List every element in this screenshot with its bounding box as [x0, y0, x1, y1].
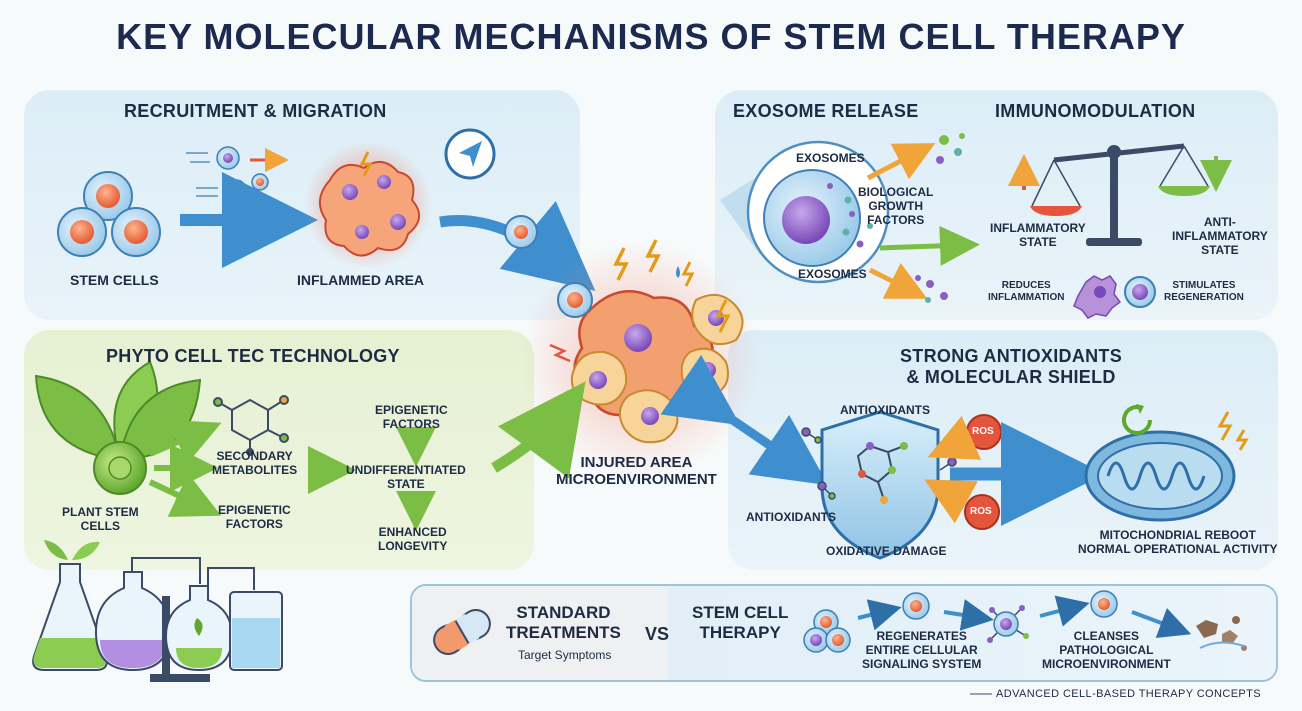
regenerates-label: REGENERATES ENTIRE CELLULAR SIGNALING SY…: [862, 629, 982, 671]
inflamed-area-label: INFLAMMED AREA: [297, 272, 425, 288]
enhanced-longevity-label: ENHANCED LONGEVITY: [378, 525, 448, 553]
exosome-cell: [720, 140, 890, 284]
lab-flask-icon: [32, 540, 283, 682]
injury-shield-bidirectional-arrow: [660, 354, 829, 486]
immune-cells: [1073, 275, 1156, 319]
injured-area-cluster: [520, 239, 760, 480]
balance-scale-icon: [1008, 143, 1232, 246]
ros-label-top: ROS: [972, 426, 994, 437]
growth-factor-arrow: [879, 225, 980, 266]
growth-factors-label: BIOLOGICAL GROWTH FACTORS: [858, 185, 934, 227]
stem-cell-cluster: [57, 171, 161, 257]
vs-label: VS: [645, 624, 670, 644]
footer-caption: ADVANCED CELL-BASED THERAPY CONCEPTS: [996, 688, 1262, 700]
antioxidants-left-label: ANTIOXIDANTS: [746, 510, 836, 524]
exosome-particles-bottom: [915, 275, 948, 303]
ros-label-bottom: ROS: [970, 506, 992, 517]
inflamed-cells: [304, 141, 432, 269]
migrating-cells: [186, 146, 289, 201]
recruitment-to-injury-arrow: [439, 201, 596, 292]
antioxidants-heading: STRONG ANTIOXIDANTS & MOLECULAR SHIELD: [900, 346, 1123, 387]
ros-arrow-top: [927, 415, 982, 460]
exosomes-top-label: EXOSOMES: [796, 151, 865, 165]
exosomes-bottom-label: EXOSOMES: [798, 267, 867, 281]
reduces-inflammation-label: REDUCES INFLAMMATION: [988, 280, 1065, 303]
exosome-arrow-down: [868, 262, 928, 299]
stem-cell-therapy-label: STEM CELL THERAPY: [692, 603, 789, 642]
recruitment-heading: RECRUITMENT & MIGRATION: [124, 101, 387, 121]
target-symptoms-label: Target Symptoms: [518, 648, 612, 662]
shield-icon: [820, 410, 940, 560]
standard-treatments-label: STANDARD TREATMENTS: [506, 603, 621, 642]
mitochondrial-reboot-label: MITOCHONDRIAL REBOOT NORMAL OPERATIONAL …: [1078, 528, 1278, 556]
leaf-icon: [34, 360, 202, 462]
injured-area-label: INJURED AREA MICROENVIRONMENT: [556, 454, 717, 489]
undifferentiated-state-label: UNDIFFERENTIATED STATE: [346, 463, 466, 491]
phyto-arrow-bottom: [148, 473, 222, 517]
plant-stem-cells-label: PLANT STEM CELLS: [62, 505, 139, 533]
cleanses-label: CLEANSES PATHOLOGICAL MICROENVIRONMENT: [1042, 629, 1171, 671]
molecule-icon: [213, 395, 289, 456]
antioxidants-top-label: ANTIOXIDANTS: [840, 403, 930, 417]
secondary-metabolites-label: SECONDARY METABOLITES: [212, 449, 298, 477]
mitochondrion-icon: [1084, 404, 1249, 522]
stem-cells-label: STEM CELLS: [70, 272, 159, 288]
therapy-sequence: [803, 590, 1247, 653]
exosome-particles-top: [936, 133, 965, 164]
oxidative-damage-label: OXIDATIVE DAMAGE: [826, 544, 947, 558]
stimulates-regeneration-label: STIMULATES REGENERATION: [1164, 280, 1244, 303]
capsule-icon: [433, 609, 491, 655]
inflammatory-state-label: INFLAMMATORY STATE: [990, 221, 1086, 249]
ros-arrow-bottom: [924, 479, 978, 524]
epigenetic-factors-left-label: EPIGENETIC FACTORS: [218, 503, 291, 531]
navigation-icon: [444, 128, 496, 180]
epigenetic-factors-top-label: EPIGENETIC FACTORS: [375, 403, 448, 431]
page-title: KEY MOLECULAR MECHANISMS OF STEM CELL TH…: [116, 16, 1186, 57]
immunomodulation-heading: IMMUNOMODULATION: [995, 101, 1196, 121]
exosome-arrow-up: [866, 143, 936, 181]
phyto-heading: PHYTO CELL TEC TECHNOLOGY: [106, 346, 400, 366]
anti-inflammatory-state-label: ANTI- INFLAMMATORY STATE: [1172, 215, 1268, 257]
phyto-to-injury-arrow: [491, 381, 586, 479]
exosome-heading: EXOSOME RELEASE: [733, 101, 919, 121]
phyto-arrow-top: [148, 420, 222, 464]
